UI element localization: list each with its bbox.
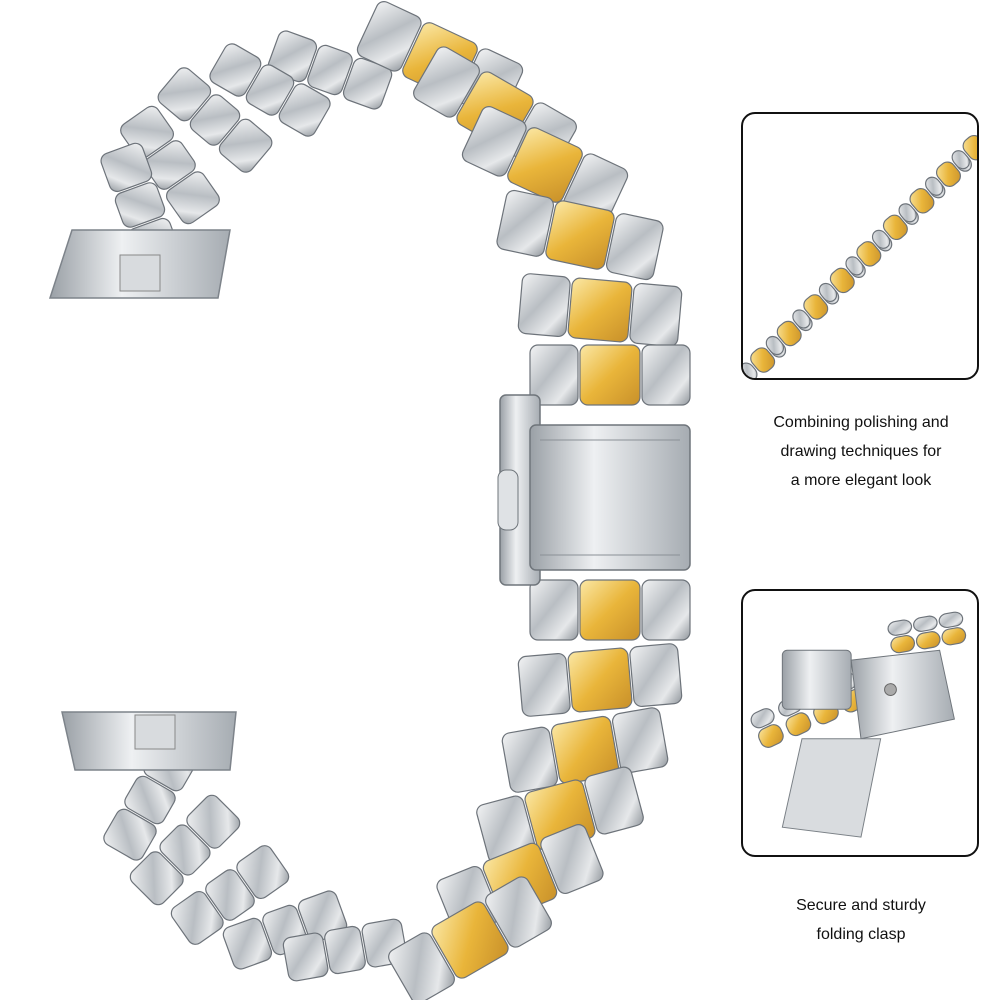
band-link (307, 44, 353, 96)
band-link (785, 712, 812, 737)
band-link (245, 64, 295, 116)
band-link (887, 619, 913, 636)
band-link (845, 256, 864, 276)
band-link (282, 932, 329, 982)
band-link (103, 808, 157, 861)
band-link (529, 344, 579, 406)
band-link (236, 845, 290, 900)
caption-line: Combining polishing and (773, 414, 949, 431)
band-link (776, 320, 802, 347)
band-link (529, 579, 579, 641)
band-link (205, 869, 255, 921)
band-link (909, 188, 935, 214)
band-link (915, 631, 941, 650)
right-main-band (356, 1, 691, 1004)
band-link (165, 171, 220, 225)
band-link (170, 890, 224, 945)
band-link (890, 634, 916, 654)
band-link (517, 652, 571, 717)
band-link (507, 127, 583, 203)
band-link (818, 282, 838, 302)
caption-line: a more elegant look (790, 472, 932, 489)
band-link (545, 200, 615, 270)
band-link (144, 140, 196, 190)
links-closeup-image (743, 134, 977, 378)
band-link (189, 94, 241, 146)
band-link (157, 67, 212, 122)
band-link (114, 182, 166, 228)
caption-line: Secure and sturdy (796, 897, 926, 914)
band-link (356, 1, 422, 72)
feature-caption-clasp: Secure and sturdy folding clasp (731, 891, 991, 949)
connector-pin-bottom (134, 714, 176, 750)
band-link (129, 851, 184, 906)
band-link (629, 282, 683, 347)
band-link (461, 106, 527, 177)
band-link (792, 309, 811, 329)
clasp-closeup-image (750, 611, 967, 838)
band-link (579, 579, 641, 641)
band-link (935, 161, 961, 187)
band-link (925, 176, 944, 196)
band-link (856, 241, 882, 267)
feature-caption-polish: Combining polishing and drawing techniqu… (731, 408, 991, 495)
connector-pin-top (119, 254, 161, 292)
band-link (829, 267, 855, 294)
band-link (951, 150, 970, 170)
detail-inset-links (741, 112, 979, 380)
band-link (501, 726, 559, 793)
detail-inset-clasp (741, 589, 979, 857)
band-link (218, 118, 273, 173)
clasp-closeup (781, 649, 955, 838)
band-link (605, 213, 664, 281)
band-link (629, 643, 683, 708)
band-link (913, 615, 938, 632)
band-link (803, 294, 829, 320)
band-link (641, 579, 691, 641)
band-link (485, 876, 552, 948)
band-link (641, 344, 691, 406)
band-link (871, 229, 891, 249)
band-link (567, 277, 633, 343)
band-link (124, 775, 176, 825)
band-link (413, 46, 480, 118)
band-link (579, 344, 641, 406)
band-link (100, 142, 153, 193)
band-link (567, 647, 633, 713)
band-link (750, 708, 775, 729)
band-link (209, 43, 262, 97)
folding-clasp (497, 394, 691, 586)
band-link (222, 917, 273, 970)
band-link (611, 707, 669, 774)
band-link (938, 611, 964, 628)
left-upper-band (48, 30, 393, 299)
band-link (941, 627, 967, 646)
caption-line: folding clasp (816, 926, 906, 943)
band-link (758, 724, 784, 748)
band-link (388, 932, 455, 1004)
band-link (324, 925, 366, 975)
band-link (750, 347, 776, 373)
band-link (584, 766, 644, 835)
band-link (496, 189, 555, 257)
band-link (898, 203, 917, 223)
band-link (159, 824, 211, 876)
left-lower-band (61, 711, 408, 982)
band-link (186, 794, 241, 849)
caption-line: drawing techniques for (780, 443, 942, 460)
band-link (431, 901, 509, 979)
band-link (278, 83, 331, 137)
band-link (882, 214, 908, 241)
band-link (765, 335, 785, 356)
band-link (962, 134, 977, 161)
band-link (540, 824, 604, 895)
band-link (517, 273, 571, 338)
